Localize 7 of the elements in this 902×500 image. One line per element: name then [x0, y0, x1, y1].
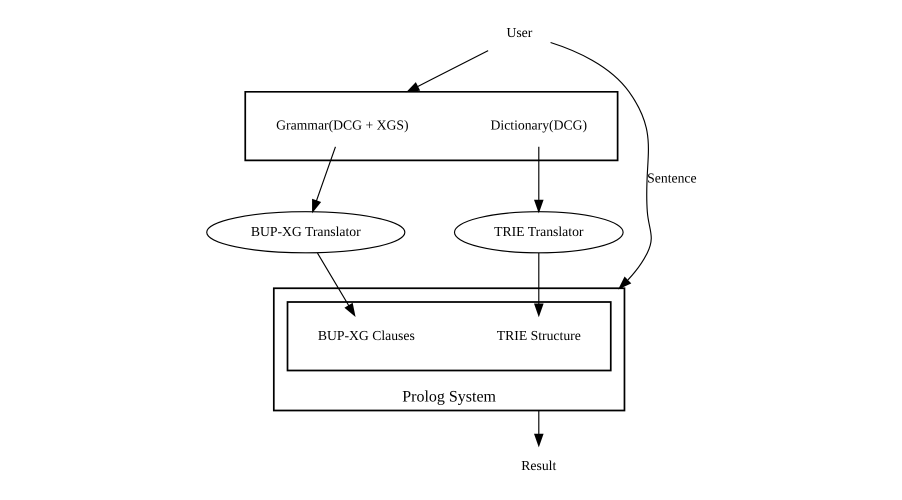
node-text: Dictionary(DCG) [490, 118, 587, 133]
node-text: TRIE Structure [496, 328, 580, 343]
node-text: Grammar(DCG + XGS) [276, 118, 408, 133]
node-text: BUP-XG Clauses [317, 328, 414, 343]
node-text: Result [520, 458, 556, 473]
node-text: User [506, 25, 532, 40]
edge-label: Sentence [646, 170, 696, 186]
